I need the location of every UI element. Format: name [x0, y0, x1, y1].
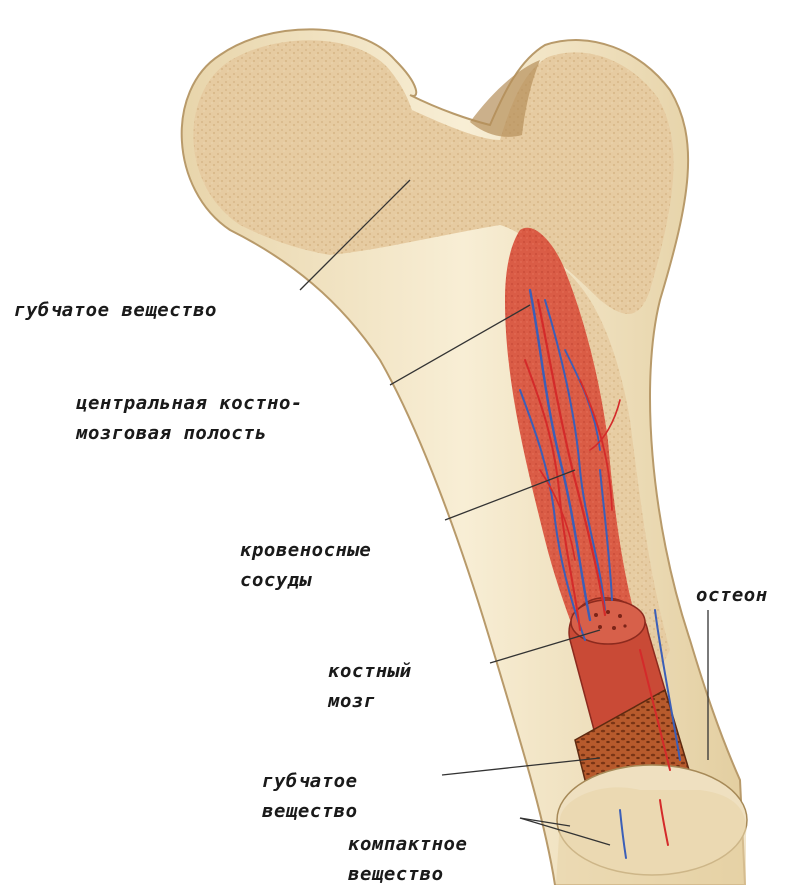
label-medullary-cavity: центральная костно- мозговая полость	[76, 388, 303, 448]
label-spongy-bone-bottom: губчатое вещество	[262, 766, 358, 826]
compact-bone-cut-face	[556, 787, 746, 885]
bone-marrow-top	[571, 600, 645, 644]
label-osteon: остеон	[696, 580, 768, 610]
label-bone-marrow: костный мозг	[328, 656, 412, 716]
label-blood-vessels: кровеносные сосуды	[240, 535, 371, 595]
label-compact-bone: компактное вещество	[348, 829, 467, 889]
label-spongy-bone-top: губчатое вещество	[14, 295, 217, 325]
